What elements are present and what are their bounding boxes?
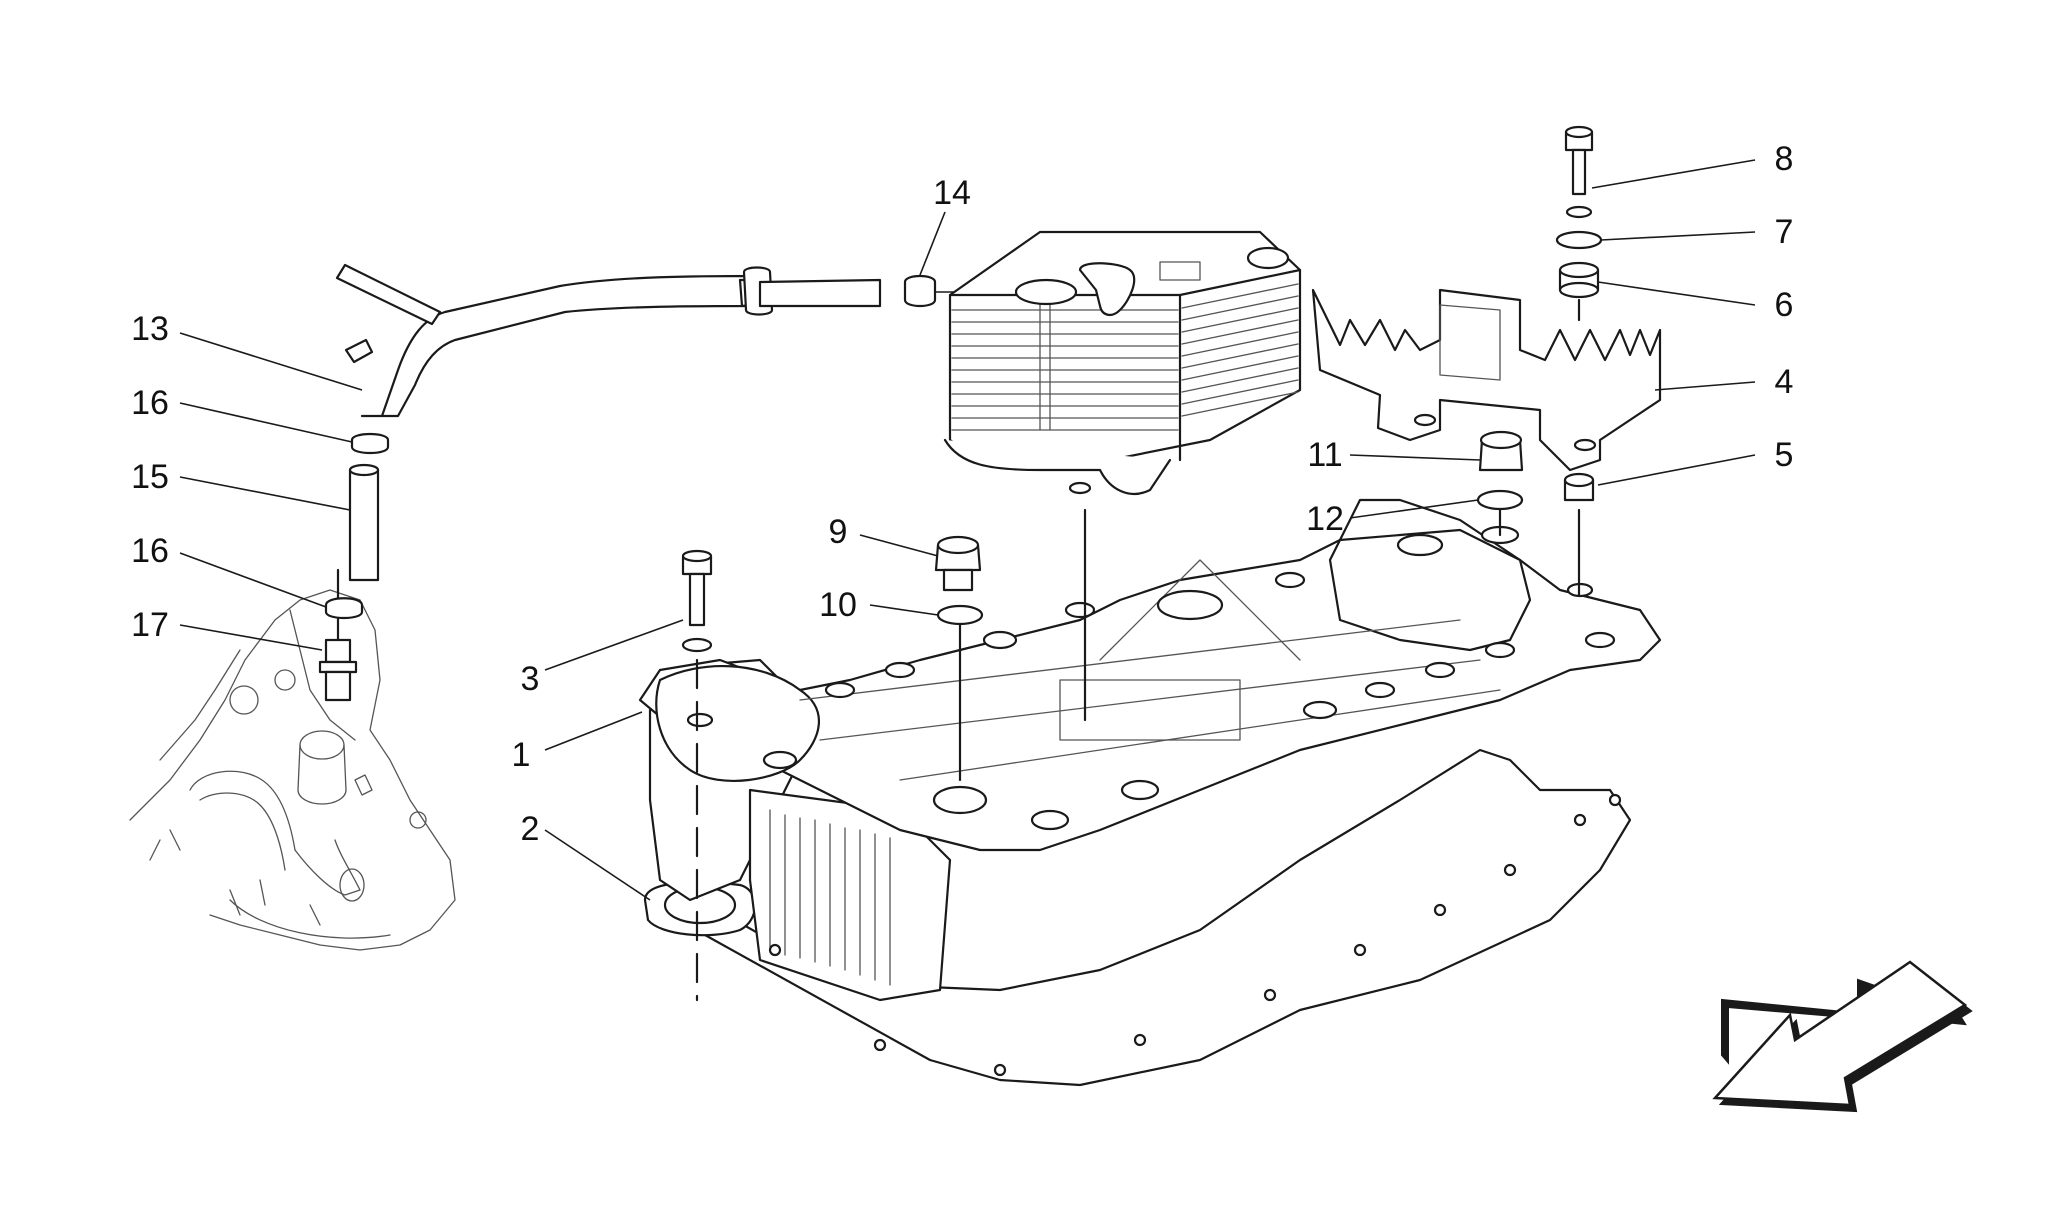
plug-9: [934, 535, 984, 782]
gasket-bolt-holes: [768, 793, 1622, 1077]
callout-9: 9: [829, 513, 848, 551]
oil-sump-1: [638, 498, 1662, 1087]
bracket-4: [1311, 288, 1662, 472]
callout-labels: 1 2 3 4 5 6 7 8 9 10 11 12 13 14 15 16 1…: [131, 140, 1793, 848]
callout-16-upper: 16: [131, 384, 169, 422]
gearbox-housing-sketch: [129, 589, 456, 951]
callout-15: 15: [131, 458, 169, 496]
callout-7: 7: [1775, 213, 1794, 251]
callout-6: 6: [1775, 286, 1794, 324]
callout-4: 4: [1775, 363, 1794, 401]
hose-assembly: [324, 432, 390, 620]
oil-cooler: [943, 230, 1302, 495]
oil-pipe-13: [335, 263, 1010, 418]
bolt-3: [681, 549, 713, 1002]
callout-12: 12: [1306, 500, 1344, 538]
fastener-stack-5-8: [1555, 125, 1603, 597]
callout-5: 5: [1775, 436, 1794, 474]
callout-13: 13: [131, 310, 169, 348]
callout-2: 2: [521, 810, 540, 848]
callout-16-lower: 16: [131, 532, 169, 570]
callout-8: 8: [1775, 140, 1794, 178]
callout-17: 17: [131, 606, 169, 644]
callout-14: 14: [933, 174, 971, 212]
leader-lines: [179, 159, 1756, 901]
mounting-bosses: [686, 571, 1616, 831]
callout-11: 11: [1307, 436, 1342, 474]
fitting-17: [318, 568, 358, 702]
callout-3: 3: [521, 660, 540, 698]
callout-10: 10: [819, 586, 857, 624]
cap-11: [1476, 430, 1524, 537]
direction-arrow-icon: [1712, 960, 1973, 1113]
callout-1: 1: [512, 736, 531, 774]
